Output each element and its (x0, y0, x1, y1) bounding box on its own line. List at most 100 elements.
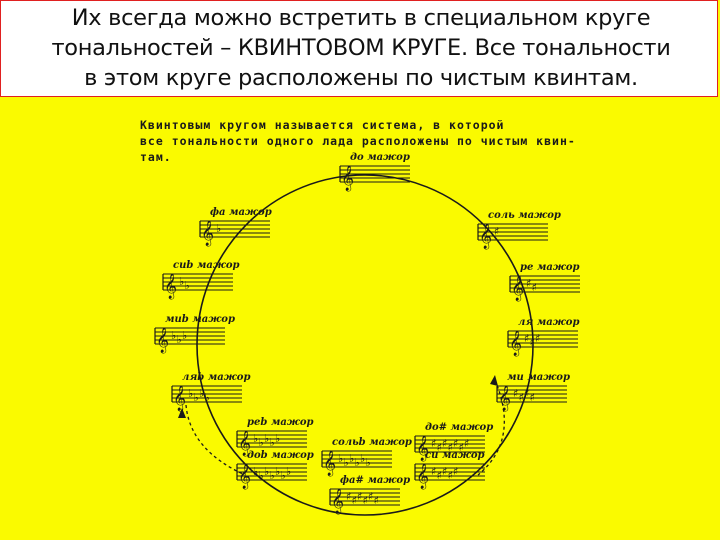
key-signature: ре мажор𝄞♯♯ (509, 262, 580, 301)
sharp-icon: ♯ (363, 494, 368, 507)
flat-icon: ♭ (177, 333, 182, 346)
flat-icon: ♭ (366, 456, 371, 469)
key-label: ляb мажор (182, 372, 250, 383)
key-signature: соль мажор 𝄞♯ (477, 210, 561, 249)
key-signature: доb мажор𝄞♭♭♭♭♭♭♭ (236, 450, 314, 489)
sharp-icon: ♯ (368, 490, 373, 503)
treble-clef-icon: 𝄞 (331, 488, 344, 514)
flat-icon: ♭ (194, 391, 199, 404)
definition-line: все тональности одного лада расположены … (140, 134, 576, 148)
staff (329, 488, 400, 506)
flat-icon: ♭ (253, 465, 258, 478)
sharp-icon: ♯ (374, 494, 379, 507)
sharp-icon: ♯ (357, 490, 362, 503)
key-label: фа# мажор (340, 475, 410, 486)
flat-icon: ♭ (199, 387, 204, 400)
sharp-icon: ♯ (494, 225, 499, 238)
treble-clef-icon: 𝄞 (238, 463, 251, 489)
key-signature: до# мажор𝄞♯♯♯♯♯♯♯ (414, 422, 493, 461)
staff (236, 430, 307, 448)
treble-clef-icon: 𝄞 (479, 223, 492, 249)
flat-icon: ♭ (253, 432, 258, 445)
flat-icon: ♭ (275, 432, 280, 445)
flat-icon: ♭ (264, 465, 269, 478)
treble-clef-icon: 𝄞 (416, 463, 429, 489)
sharp-icon: ♯ (526, 277, 531, 290)
sharp-icon: ♯ (437, 469, 442, 482)
key-label: доb мажор (247, 450, 314, 461)
staff (339, 165, 410, 183)
flat-icon: ♭ (188, 387, 193, 400)
sharp-icon: ♯ (442, 437, 447, 450)
treble-clef-icon: 𝄞 (201, 220, 214, 246)
arrow-head-left (178, 408, 186, 418)
sharp-icon: ♯ (431, 437, 436, 450)
key-label: до мажор (350, 152, 410, 163)
key-signature: ля мажор𝄞♯♯♯ (507, 317, 579, 356)
key-signature: си мажор𝄞♯♯♯♯♯ (414, 450, 485, 489)
flat-icon: ♭ (270, 436, 275, 449)
key-label: ре мажор (520, 262, 580, 273)
flat-icon: ♭ (275, 465, 280, 478)
staff (414, 435, 485, 453)
staff (162, 273, 233, 291)
staff (171, 385, 242, 403)
staff (321, 450, 392, 468)
key-signature: сиb мажор𝄞♭♭ (162, 260, 240, 299)
treble-clef-icon: 𝄞 (238, 430, 251, 456)
header-line: Их всегда можно встретить в специальном … (71, 5, 651, 31)
enharmonic-arrow-right (477, 379, 505, 476)
sharp-icon: ♯ (437, 441, 442, 454)
key-signature: ляb мажор𝄞♭♭♭♭ (171, 372, 250, 411)
sharp-icon: ♯ (524, 332, 529, 345)
sharp-icon: ♯ (448, 441, 453, 454)
treble-clef-icon: 𝄞 (509, 330, 522, 356)
treble-clef-icon: 𝄞 (156, 327, 169, 353)
treble-clef-icon: 𝄞 (498, 385, 511, 411)
key-label: сольb мажор (332, 437, 412, 448)
sharp-icon: ♯ (448, 469, 453, 482)
flat-icon: ♭ (179, 275, 184, 288)
sharp-icon: ♯ (453, 465, 458, 478)
treble-clef-icon: 𝄞 (341, 165, 354, 191)
key-signature: миb мажор𝄞♭♭♭ (154, 314, 235, 353)
key-label: си мажор (425, 450, 485, 461)
key-label: сиb мажор (173, 260, 240, 271)
treble-clef-icon: 𝄞 (173, 385, 186, 411)
key-signature: фа мажор𝄞♭ (199, 207, 272, 246)
sharp-icon: ♯ (453, 437, 458, 450)
sharp-icon: ♯ (524, 387, 529, 400)
key-label: соль мажор (488, 210, 561, 221)
sharp-icon: ♯ (519, 391, 524, 404)
enharmonic-arrow-left (185, 404, 246, 476)
staff (414, 463, 485, 481)
flat-icon: ♭ (171, 329, 176, 342)
sharp-icon: ♯ (442, 465, 447, 478)
key-label: до# мажор (425, 422, 493, 433)
flat-icon: ♭ (205, 391, 210, 404)
key-signature: ми мажор𝄞♯♯♯♯ (496, 372, 570, 411)
treble-clef-icon: 𝄞 (511, 275, 524, 301)
key-label: ми мажор (507, 372, 570, 383)
key-label: ля мажор (518, 317, 579, 328)
header-line: тональностей – КВИНТОВОМ КРУГЕ. Все тона… (51, 35, 671, 61)
flat-icon: ♭ (185, 279, 190, 292)
sharp-icon: ♯ (530, 336, 535, 349)
key-label: реb мажор (247, 417, 314, 428)
key-signature: фа# мажор𝄞♯♯♯♯♯♯ (329, 475, 410, 514)
flat-icon: ♭ (281, 469, 286, 482)
flat-icon: ♭ (259, 469, 264, 482)
key-signature: реb мажор𝄞♭♭♭♭♭ (236, 417, 314, 456)
key-signature: сольb мажор𝄞♭♭♭♭♭♭ (321, 437, 412, 476)
flat-icon: ♭ (355, 456, 360, 469)
staff (236, 463, 307, 481)
sharp-icon: ♯ (346, 490, 351, 503)
flat-icon: ♭ (349, 452, 354, 465)
flat-icon: ♭ (259, 436, 264, 449)
sharp-icon: ♯ (431, 465, 436, 478)
sharp-icon: ♯ (513, 387, 518, 400)
treble-clef-icon: 𝄞 (416, 435, 429, 461)
key-label: фа мажор (210, 207, 272, 218)
flat-icon: ♭ (344, 456, 349, 469)
sharp-icon: ♯ (530, 391, 535, 404)
